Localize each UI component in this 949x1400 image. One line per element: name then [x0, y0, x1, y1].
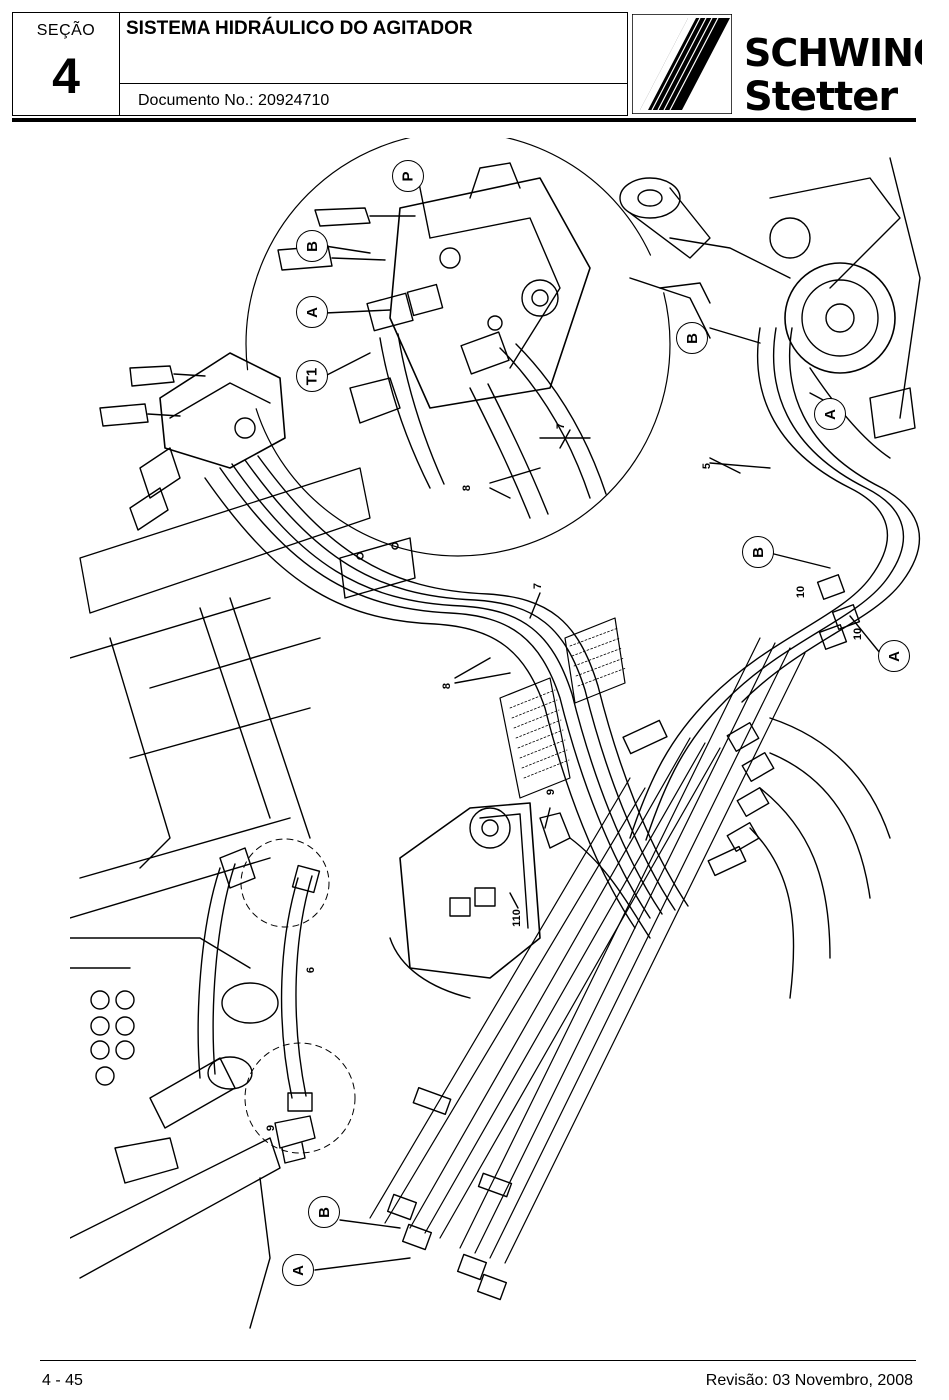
document-title: SISTEMA HIDRÁULICO DO AGITADOR [126, 18, 473, 39]
callout-b-bottom: B [308, 1196, 340, 1228]
header-rule [12, 118, 916, 122]
logo-line2: Stetter [744, 74, 898, 118]
section-box: SEÇÃO 4 [12, 12, 120, 116]
revision-date: Revisão: 03 Novembro, 2008 [705, 1372, 913, 1389]
part-number-8-mid: 8 [441, 682, 454, 690]
callout-p-top: P [392, 160, 424, 192]
drawing-linework [69, 131, 921, 1329]
callout-a-mid: A [878, 640, 910, 672]
part-number-9-mid: 9 [545, 788, 558, 796]
part-number-5: 5 [701, 462, 714, 470]
schwing-stetter-logo: SCHWING Stetter [744, 31, 922, 118]
callout-b-right: B [676, 322, 708, 354]
part-number-9-low: 9 [265, 1124, 278, 1132]
logo-line1: SCHWING [744, 31, 922, 75]
part-number-7-mid: 7 [532, 582, 545, 590]
page-header: SEÇÃO 4 SISTEMA HIDRÁULICO DO AGITADOR D… [12, 12, 922, 118]
part-number-6: 6 [305, 966, 318, 974]
part-number-7-top: 7 [555, 422, 568, 430]
title-box: SISTEMA HIDRÁULICO DO AGITADOR Documento… [120, 12, 628, 116]
callout-b-top: B [296, 230, 328, 262]
hydraulic-drawing: P B A T1 B A B A B A 7 8 5 10 10 7 8 9 1… [69, 131, 930, 1348]
title-divider [120, 83, 627, 84]
document-number: Documento No.: 20924710 [138, 92, 330, 109]
callout-a-bottom: A [282, 1254, 314, 1286]
part-number-10-b: 10 [852, 627, 865, 641]
part-number-110: 110 [510, 909, 523, 927]
part-number-8-top: 8 [461, 484, 474, 492]
schwing-logo-icon [632, 14, 732, 114]
section-label: SEÇÃO [36, 22, 96, 39]
callout-a-top: A [296, 296, 328, 328]
callout-a-right: A [814, 398, 846, 430]
section-number: 4 [52, 48, 80, 104]
callout-t1-top: T1 [296, 360, 328, 392]
callout-b-mid: B [742, 536, 774, 568]
part-number-10-a: 10 [795, 585, 808, 599]
page-number: 4 - 45 [42, 1372, 83, 1389]
footer-rule [40, 1360, 916, 1361]
